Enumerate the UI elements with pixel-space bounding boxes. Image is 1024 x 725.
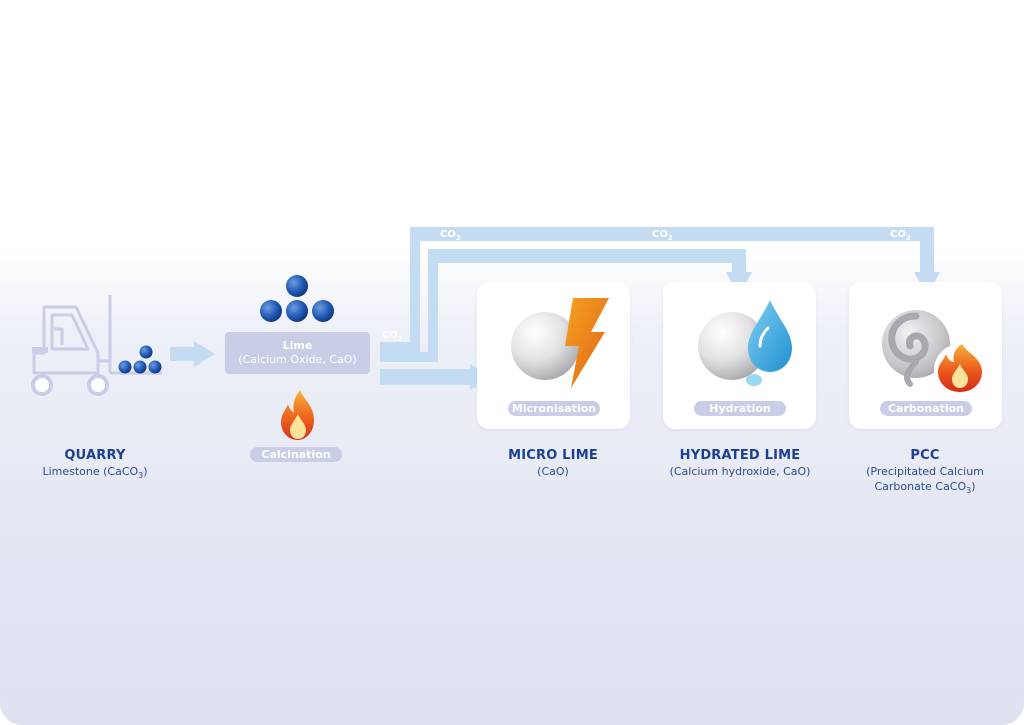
lime-box: Lime (Calcium Oxide, CaO): [225, 332, 370, 374]
hydrated-lime-subtitle: (Calcium hydroxide, CaO): [669, 465, 811, 478]
forklift-icon: [31, 295, 162, 396]
lightning-icon: [511, 298, 609, 388]
particles-icon: [260, 275, 334, 322]
co2-label-4: CO2: [382, 330, 403, 343]
hydration-pill: Hydration: [694, 401, 786, 416]
lime-title: Lime: [282, 339, 313, 352]
micronisation-pill: Micronisation: [508, 401, 600, 416]
hydrated-lime-title: HYDRATED LIME: [679, 448, 801, 463]
lime-subtitle: (Calcium Oxide, CaO): [238, 353, 357, 366]
co2-label-3: CO2: [890, 229, 911, 242]
swirl-icon: [882, 310, 986, 395]
micro-lime-title: MICRO LIME: [508, 448, 598, 463]
micro-lime-subtitle: (CaO): [537, 465, 569, 478]
arrow-quarry-to-lime-shaft: [170, 347, 196, 361]
pcc-subtitle-line2: Carbonate CaCO3): [874, 480, 976, 496]
pcc-subtitle-line1: (Precipitated Calcium: [866, 465, 984, 478]
quarry-title: QUARRY: [64, 448, 126, 463]
co2-label-1: CO2: [440, 229, 461, 242]
particles-icon: [118, 345, 162, 374]
quarry-subtitle: Limestone (CaCO3): [42, 465, 148, 481]
arrow-quarry-to-lime-head: [194, 341, 215, 367]
calcination-pill: Calcination: [250, 447, 342, 462]
pcc-title: PCC: [910, 448, 940, 463]
co2-label-2: CO2: [652, 229, 673, 242]
water-drop-icon: [698, 300, 792, 386]
flame-icon: [281, 390, 314, 440]
carbonation-pill: Carbonation: [880, 401, 972, 416]
